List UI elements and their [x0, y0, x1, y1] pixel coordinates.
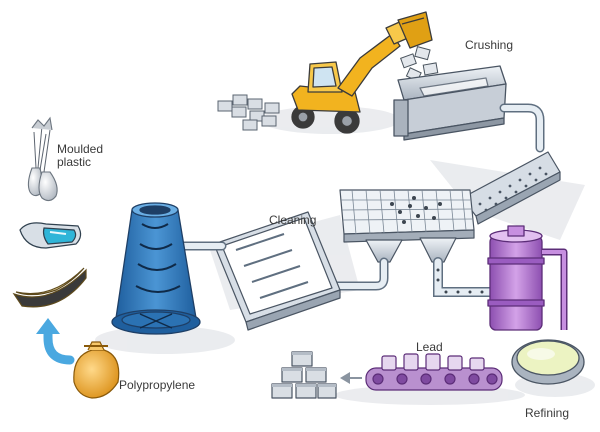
- refinery-vessel-icon: [487, 225, 568, 331]
- lead-paste-particles: [436, 268, 496, 294]
- falling-battery-pieces: [400, 46, 439, 82]
- moulded-plastic-label: Moulded plastic: [57, 142, 104, 169]
- lead-ingot-conveyor-icon: [365, 353, 503, 391]
- refining-label: Refining: [525, 406, 570, 420]
- cleaning-trough-icon: [213, 211, 341, 331]
- lead-label: Lead: [416, 340, 443, 354]
- visor-icon: [19, 222, 82, 249]
- up-arrow-icon: [36, 318, 75, 365]
- boat-tray-icon: [12, 267, 87, 308]
- vase-icon: [27, 116, 58, 202]
- polypropylene-sack-icon: [73, 341, 120, 399]
- excavator-icon: [291, 11, 433, 134]
- crusher-hopper-icon: [393, 65, 507, 141]
- pipe-crusher-to-conveyor: [499, 103, 545, 153]
- arrow-to-ingots: [340, 372, 362, 384]
- polypropylene-label: Polypropylene: [119, 378, 196, 392]
- lead-ingots-icon: [271, 351, 337, 399]
- cyclone-tower-icon: [111, 202, 201, 335]
- melting-pot-icon: [511, 339, 585, 385]
- screening-grid-icon: [339, 189, 475, 263]
- cleaning-label: Cleaning: [269, 213, 317, 227]
- crushing-label: Crushing: [465, 38, 514, 52]
- battery-blocks-icon: [217, 94, 280, 131]
